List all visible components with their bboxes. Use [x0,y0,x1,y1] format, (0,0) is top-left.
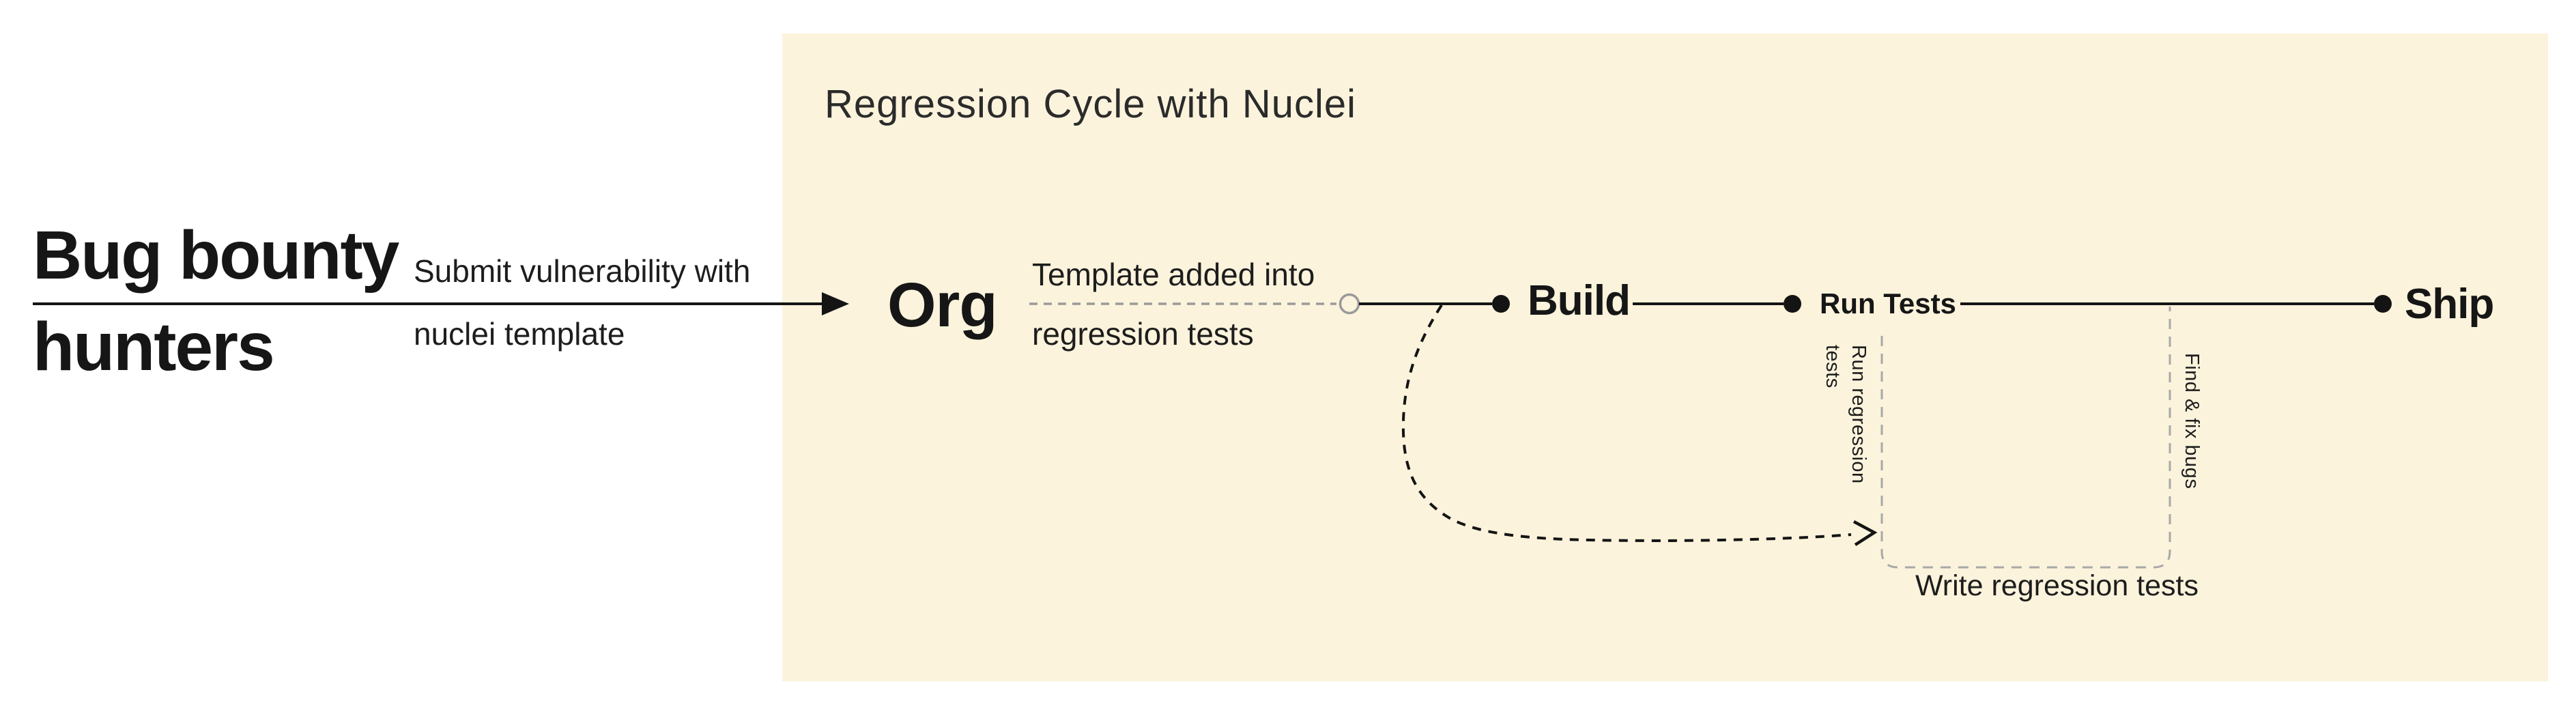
build-node-dot-icon [1492,295,1510,313]
node-org-label: Org [887,270,997,340]
regression-bracket-path [1880,307,2171,569]
template-label-line2: regression tests [1032,316,1254,352]
node-run-tests-label: Run Tests [1820,287,1956,320]
source-label-line2: hunters [33,309,274,385]
submit-arrow-head-icon [822,292,849,315]
ship-node-dot-icon [2374,295,2392,313]
run-regression-vlabel-line1: Run regression [1848,345,1870,484]
node-build-label: Build [1528,277,1630,324]
submit-label-line1: Submit vulnerability with [414,253,750,289]
node-ship-label: Ship [2405,281,2493,328]
submit-label-line2: nuclei template [414,316,625,352]
run-tests-node-dot-icon [1784,295,1801,313]
source-label-line1: Bug bounty [33,217,400,294]
feedback-arrow-head-icon [1852,520,1878,546]
write-regression-tests-label: Write regression tests [1915,569,2199,602]
template-label-line1: Template added into [1032,257,1315,292]
panel-title: Regression Cycle with Nuclei [825,82,1356,126]
merge-point-circle-icon [1339,293,1360,315]
feedback-dashed-curve [1401,304,1852,543]
find-fix-bugs-vlabel: Find & fix bugs [2181,353,2203,489]
diagram-panel [782,33,2548,681]
run-regression-vlabel-line2: tests [1822,345,1844,388]
